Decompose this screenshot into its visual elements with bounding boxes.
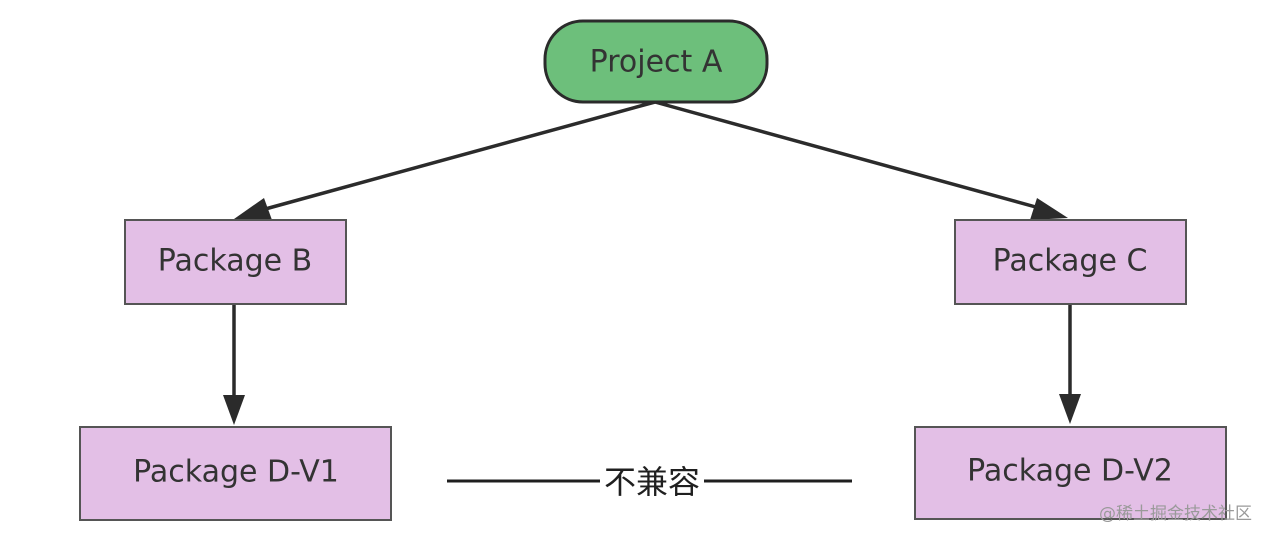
node-package-d-v2: Package D-V2 (914, 426, 1227, 520)
watermark: @稀土掘金技术社区 (1099, 504, 1252, 524)
edges (223, 100, 1081, 425)
node-package-d-v1-label: Package D-V1 (133, 455, 339, 490)
arrowhead-package-d-v2 (1059, 394, 1081, 424)
node-project-a-label: Project A (590, 45, 723, 80)
edge-project-a-to-package-c (654, 100, 1044, 211)
node-package-c-shape (954, 219, 1187, 305)
node-package-c: Package C (954, 219, 1187, 305)
conflict-label: 不兼容 (604, 463, 700, 501)
node-package-b: Package B (124, 219, 347, 305)
node-package-d-v2-label: Package D-V2 (967, 454, 1173, 489)
node-package-b-shape (124, 219, 347, 305)
node-project-a: Project A (543, 19, 769, 104)
edge-project-a-to-package-b (257, 100, 656, 213)
node-project-a-shape (543, 19, 769, 104)
node-package-d-v1: Package D-V1 (79, 426, 392, 521)
node-package-b-label: Package B (158, 244, 312, 279)
arrowhead-package-d-v1 (223, 395, 245, 425)
conflict-connector: 不兼容 (447, 463, 852, 501)
node-package-c-label: Package C (993, 244, 1148, 279)
arrowhead-package-c (1030, 198, 1068, 220)
node-package-d-v2-shape (914, 426, 1227, 520)
arrowhead-package-b (234, 198, 272, 220)
node-package-d-v1-shape (79, 426, 392, 521)
